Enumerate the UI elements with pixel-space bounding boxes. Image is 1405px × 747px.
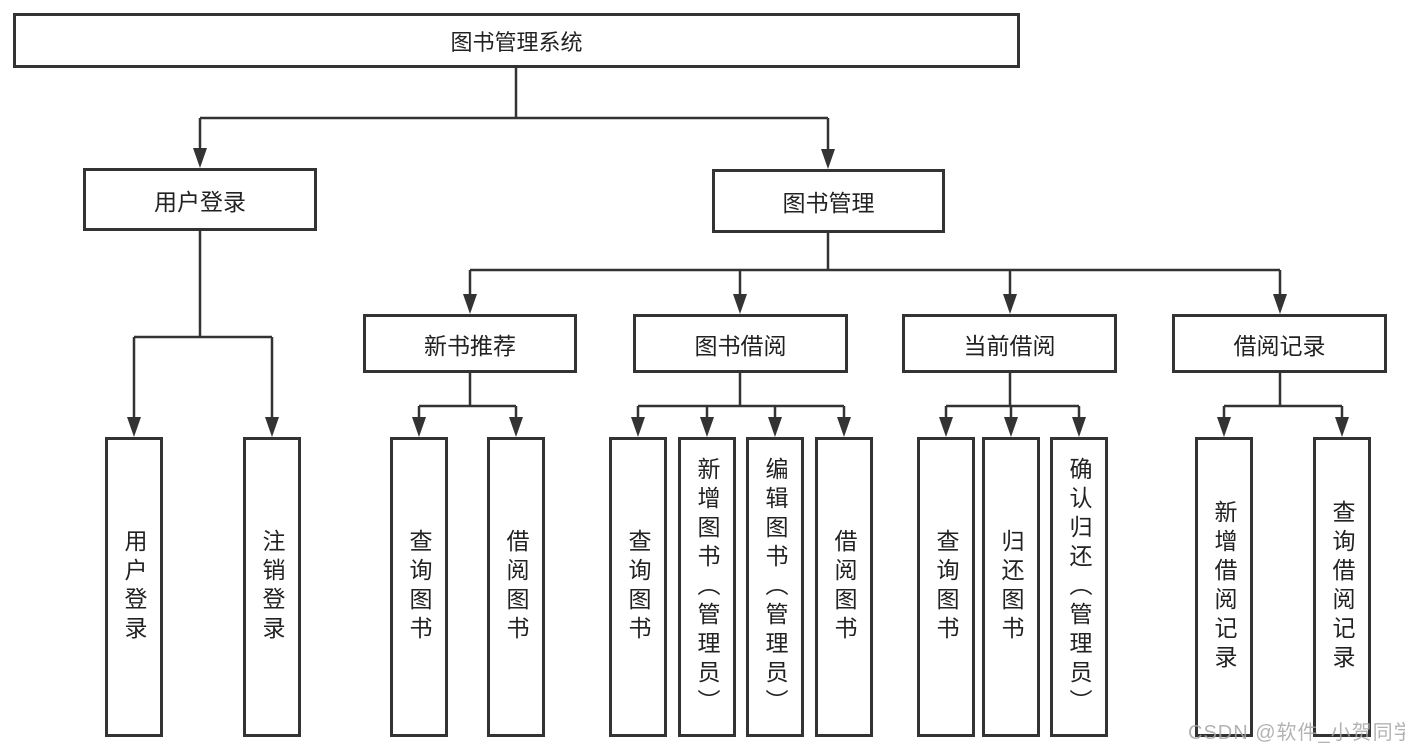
node-label: 图书借阅: [694, 332, 787, 359]
connector-current-borrowing-to-leaves: [939, 373, 1086, 437]
arrowhead-icon: [1335, 417, 1349, 437]
arrowhead-icon: [193, 148, 207, 168]
node-user-login: 用户登录: [83, 168, 317, 231]
leaf-logout: 注销登录: [243, 437, 301, 737]
connector-user-login-to-leaves: [127, 231, 279, 437]
connector-book-borrowing-to-leaves: [631, 373, 851, 437]
arrowhead-icon: [700, 417, 714, 437]
node-label: 新书推荐: [424, 332, 516, 359]
leaf-label: 编辑图书（管理员）: [762, 456, 788, 718]
connector-book-management-to-level3: [463, 233, 1287, 314]
arrowhead-icon: [1217, 417, 1231, 437]
leaf-user-login: 用户登录: [105, 437, 163, 737]
leaf-label: 新增借阅记录: [1211, 500, 1237, 674]
leaf-query-books-borrowing: 查询图书: [609, 437, 667, 737]
leaf-label: 查询图书: [625, 529, 651, 645]
arrowhead-icon: [1004, 417, 1018, 437]
node-book-management: 图书管理: [712, 169, 945, 233]
leaf-add-book-admin: 新增图书（管理员）: [678, 437, 736, 737]
leaf-label: 查询图书: [933, 529, 959, 645]
leaf-confirm-return-admin: 确认归还（管理员）: [1050, 437, 1108, 737]
node-label: 当前借阅: [963, 332, 1056, 359]
node-library-management-system: 图书管理系统: [13, 13, 1020, 68]
leaf-query-books-recommend: 查询图书: [390, 437, 448, 737]
arrowhead-icon: [733, 294, 747, 314]
leaf-label: 注销登录: [259, 529, 285, 645]
arrowhead-icon: [265, 417, 279, 437]
leaf-query-books-current: 查询图书: [917, 437, 975, 737]
arrowhead-icon: [1003, 294, 1017, 314]
arrowhead-icon: [631, 417, 645, 437]
arrowhead-icon: [821, 149, 835, 169]
node-label: 图书管理: [782, 190, 875, 216]
arrowhead-icon: [837, 417, 851, 437]
arrowhead-icon: [1273, 294, 1287, 314]
arrowhead-icon: [509, 417, 523, 437]
leaf-label: 借阅图书: [831, 529, 857, 645]
connector-new-book-recommend-to-leaves: [412, 373, 523, 437]
leaf-query-borrow-record: 查询借阅记录: [1313, 437, 1371, 737]
node-new-book-recommend: 新书推荐: [363, 314, 577, 373]
arrowhead-icon: [463, 294, 477, 314]
arrowhead-icon: [939, 417, 953, 437]
arrowhead-icon: [768, 417, 782, 437]
leaf-borrow-books-borrowing: 借阅图书: [815, 437, 873, 737]
leaf-add-borrow-record: 新增借阅记录: [1195, 437, 1253, 737]
node-current-borrowing: 当前借阅: [902, 314, 1117, 373]
leaf-label: 归还图书: [998, 529, 1024, 645]
node-label: 图书管理系统: [450, 29, 583, 55]
connector-borrowing-records-to-leaves: [1217, 373, 1349, 437]
leaf-edit-book-admin: 编辑图书（管理员）: [746, 437, 804, 737]
leaf-label: 借阅图书: [503, 529, 529, 645]
leaf-label: 新增图书（管理员）: [694, 456, 720, 718]
leaf-label: 用户登录: [121, 529, 147, 645]
leaf-label: 查询图书: [406, 529, 432, 645]
arrowhead-icon: [127, 417, 141, 437]
connector-root-to-level2: [193, 68, 835, 169]
node-label: 用户登录: [154, 188, 246, 215]
node-book-borrowing: 图书借阅: [633, 314, 848, 373]
arrowhead-icon: [412, 417, 426, 437]
leaf-borrow-books-recommend: 借阅图书: [487, 437, 545, 737]
leaf-label: 查询借阅记录: [1329, 500, 1355, 674]
csdn-watermark: CSDN @软件_小贺同学: [1188, 722, 1405, 744]
node-label: 借阅记录: [1233, 332, 1326, 359]
leaf-label: 确认归还（管理员）: [1066, 456, 1092, 718]
arrowhead-icon: [1072, 417, 1086, 437]
node-borrowing-records: 借阅记录: [1172, 314, 1387, 373]
leaf-return-books: 归还图书: [982, 437, 1040, 737]
